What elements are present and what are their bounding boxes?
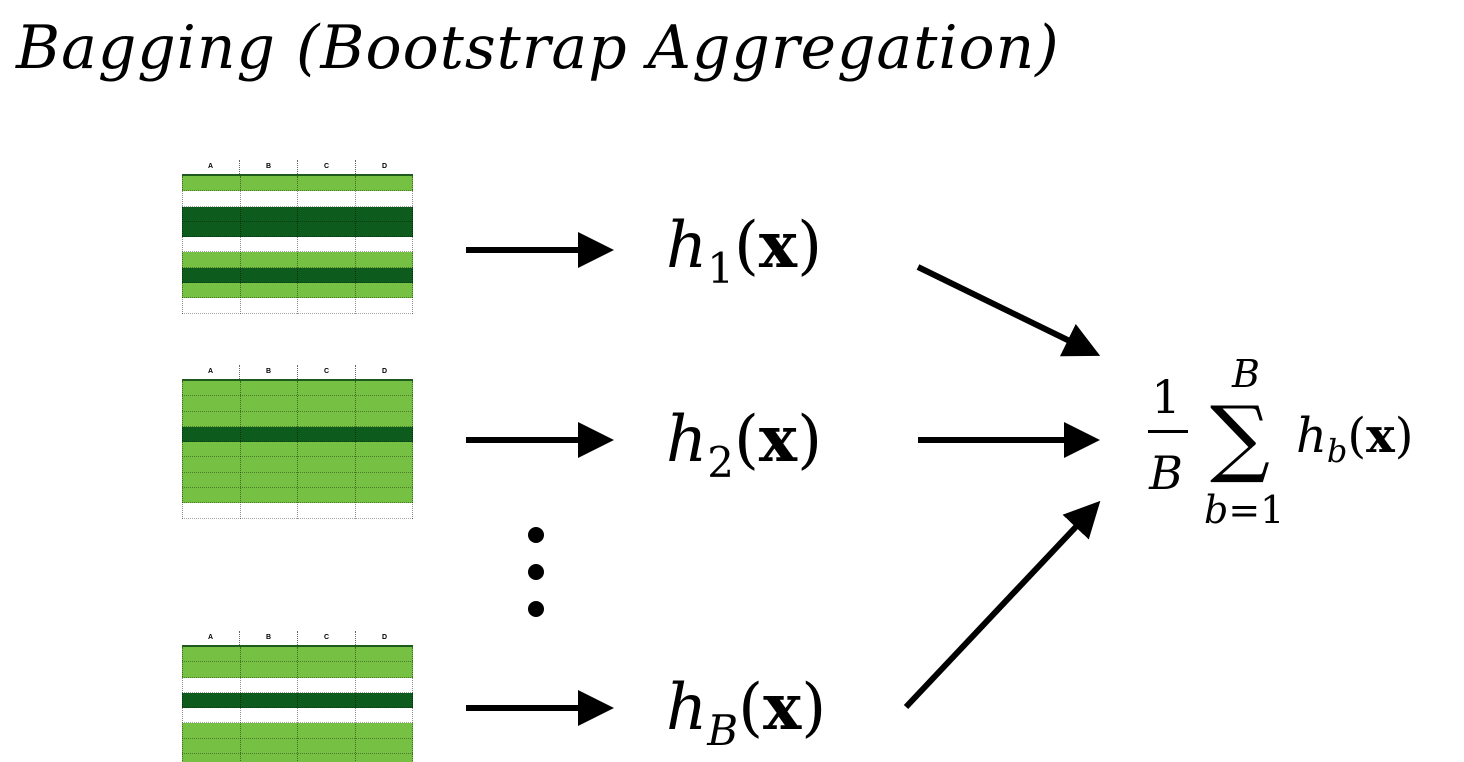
table-row <box>182 677 413 693</box>
column-header-a: A <box>182 365 240 379</box>
table-row <box>182 237 413 253</box>
model-h2: h2(x) <box>666 400 822 503</box>
table-row <box>182 442 413 458</box>
column-header-c: C <box>298 365 356 379</box>
table-header: A B C D <box>182 365 413 381</box>
column-header-d: D <box>381 163 388 170</box>
model-subscript: B <box>707 706 739 755</box>
table-row <box>182 252 413 268</box>
table-row <box>182 396 413 412</box>
sum-upper-limit: B <box>1232 352 1260 396</box>
table-row <box>182 503 413 519</box>
table-row <box>182 267 413 284</box>
paren-close: ) <box>797 209 823 283</box>
model-subscript: 1 <box>707 244 734 293</box>
table-row <box>182 381 413 397</box>
column-header-c: C <box>298 160 356 174</box>
model-arg: x <box>758 402 798 477</box>
model-arg: x <box>758 208 798 283</box>
term-subscript: b <box>1326 432 1348 470</box>
paren-close: ) <box>1394 408 1414 464</box>
column-header-b: B <box>240 160 298 174</box>
table-row <box>182 662 413 678</box>
paren-open: ( <box>738 671 764 745</box>
model-hB: hB(x) <box>666 668 826 762</box>
table-row <box>182 457 413 473</box>
table-row <box>182 488 413 504</box>
model-arg: x <box>763 670 802 745</box>
ellipsis-dot <box>528 601 544 617</box>
paren-close: ) <box>797 403 823 477</box>
table-row <box>182 708 413 724</box>
paren-open: ( <box>733 403 759 477</box>
table-header: A B C D <box>182 631 413 647</box>
summation-symbol: ∑ <box>1210 388 1270 486</box>
table-row <box>182 283 413 299</box>
sum-term: hb(x) <box>1296 406 1414 481</box>
table-row <box>182 411 413 427</box>
ellipsis-dot <box>528 564 544 580</box>
fraction-bar <box>1148 430 1188 433</box>
table-row <box>182 472 413 489</box>
column-header-d: D <box>381 368 388 375</box>
table-row <box>182 426 413 443</box>
model-subscript: 2 <box>707 438 734 487</box>
table-body <box>182 647 413 762</box>
table-row <box>182 738 413 755</box>
table-row <box>182 647 413 663</box>
table-row <box>182 754 413 762</box>
sum-index-var: b <box>1204 488 1229 532</box>
paren-open: ( <box>1347 408 1367 464</box>
paren-open: ( <box>733 209 759 283</box>
table-row <box>182 692 413 709</box>
column-header-a: A <box>182 160 240 174</box>
column-header-d: D <box>381 634 388 641</box>
table-row <box>182 221 413 238</box>
ellipsis-dot <box>528 527 544 543</box>
model-base: h <box>666 671 708 745</box>
fraction-denominator: B <box>1149 446 1183 500</box>
model-base: h <box>666 403 708 477</box>
column-header-a: A <box>182 631 240 645</box>
column-header-b: B <box>240 365 298 379</box>
model-h1: h1(x) <box>666 206 822 309</box>
table-row <box>182 206 413 222</box>
term-base: h <box>1296 408 1327 464</box>
term-arg: x <box>1366 408 1395 464</box>
table-row <box>182 723 413 739</box>
slide-title: Bagging (Bootstrap Aggregation) <box>16 13 1060 83</box>
paren-close: ) <box>801 671 827 745</box>
arrow-h1-to-aggregate <box>916 264 1101 357</box>
arrow-hB-to-aggregate <box>903 500 1101 710</box>
column-header-c: C <box>298 631 356 645</box>
table-row <box>182 298 413 314</box>
sum-lower-limit: b=1 <box>1204 490 1284 530</box>
fraction-numerator: 1 <box>1151 370 1181 424</box>
model-base: h <box>666 209 708 283</box>
table-body <box>182 176 413 314</box>
table-row <box>182 176 413 192</box>
sum-index-start: =1 <box>1228 488 1285 532</box>
table-header: A B C D <box>182 160 413 176</box>
table-row <box>182 191 413 207</box>
column-header-b: B <box>240 631 298 645</box>
